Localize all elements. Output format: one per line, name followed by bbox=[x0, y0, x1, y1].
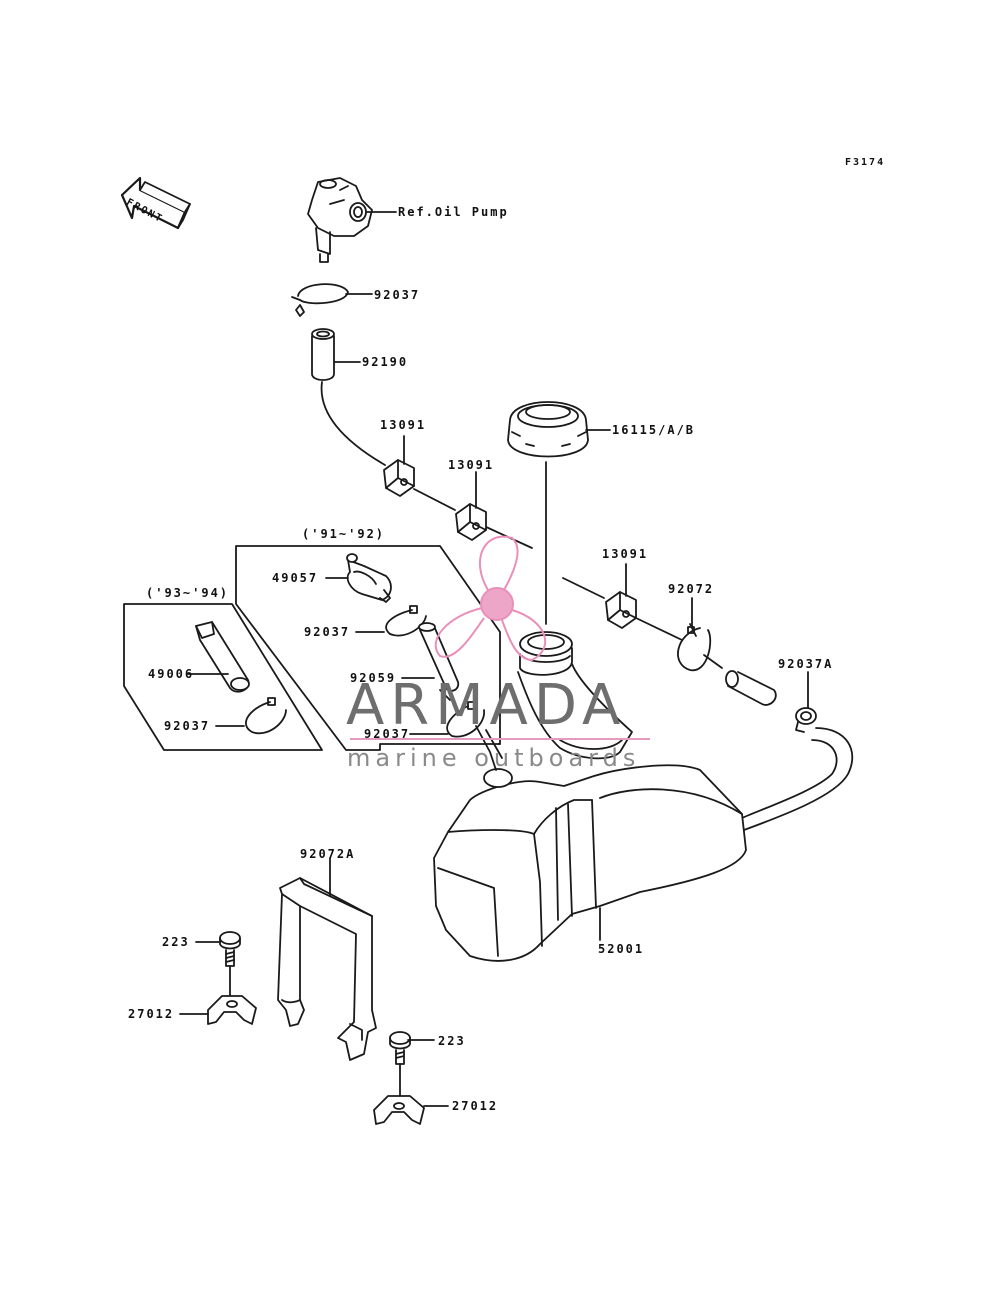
bolt-left-icon bbox=[219, 931, 241, 967]
clip-2-icon bbox=[455, 503, 487, 541]
callout-clamp-9192-a[interactable]: 92037 bbox=[304, 625, 351, 639]
callout-plate-left[interactable]: 27012 bbox=[128, 1007, 175, 1021]
bolt-right-icon bbox=[389, 1031, 411, 1065]
callout-cap[interactable]: 16115/A/B bbox=[612, 423, 696, 437]
callout-clamp-9394[interactable]: 92037 bbox=[164, 719, 211, 733]
oil-pump-icon bbox=[307, 177, 373, 263]
plate-right-icon bbox=[373, 1095, 425, 1125]
callout-clip-2[interactable]: 13091 bbox=[448, 458, 495, 472]
group-label-9192: ('91~'92) bbox=[302, 527, 386, 541]
callout-clip-3[interactable]: 13091 bbox=[602, 547, 649, 561]
clip-3-icon bbox=[605, 591, 637, 629]
filter-9192-icon bbox=[346, 553, 392, 603]
callout-plate-right[interactable]: 27012 bbox=[452, 1099, 499, 1113]
callout-clamp-right[interactable]: 92072 bbox=[668, 582, 715, 596]
callout-clamp-right-2[interactable]: 92037A bbox=[778, 657, 834, 671]
callout-ref-oil-pump[interactable]: Ref.Oil Pump bbox=[398, 205, 509, 219]
callout-band[interactable]: 92072A bbox=[300, 847, 356, 861]
watermark-propeller-icon bbox=[434, 535, 547, 662]
watermark-title: ARMADA bbox=[346, 673, 627, 738]
callout-filter-9192[interactable]: 49057 bbox=[272, 571, 319, 585]
clamp-9192-b-icon bbox=[446, 701, 485, 738]
watermark-divider bbox=[350, 738, 650, 740]
callout-clip-1[interactable]: 13091 bbox=[380, 418, 427, 432]
clamp-right-icon bbox=[677, 623, 712, 671]
hose-top-icon bbox=[311, 328, 335, 381]
group-label-9394: ('93~'94) bbox=[146, 586, 230, 600]
callout-tank[interactable]: 52001 bbox=[598, 942, 645, 956]
clamp-top-icon bbox=[291, 283, 349, 317]
callout-hose-9192[interactable]: 92059 bbox=[350, 671, 397, 685]
front-arrow-icon bbox=[120, 176, 191, 230]
callout-bolt-left[interactable]: 223 bbox=[162, 935, 190, 949]
callout-bolt-right[interactable]: 223 bbox=[438, 1034, 466, 1048]
clip-1-icon bbox=[383, 459, 415, 497]
callout-filter-9394[interactable]: 49006 bbox=[148, 667, 195, 681]
hose-9192-icon bbox=[418, 622, 460, 701]
callout-clamp-top[interactable]: 92037 bbox=[374, 288, 421, 302]
clamp-9394-icon bbox=[245, 697, 287, 735]
callout-hose-top[interactable]: 92190 bbox=[362, 355, 409, 369]
hose-right-icon bbox=[725, 670, 777, 706]
watermark-subtitle: marine outboards bbox=[347, 744, 641, 772]
filler-cap-icon bbox=[507, 401, 589, 458]
filter-9394-icon bbox=[195, 621, 250, 693]
band-icon bbox=[277, 877, 377, 1061]
clamp-right-2-icon bbox=[795, 707, 817, 733]
plate-left-icon bbox=[207, 995, 257, 1025]
figure-code: F3174 bbox=[845, 157, 886, 168]
callout-clamp-9192-b[interactable]: 92037 bbox=[364, 727, 411, 741]
